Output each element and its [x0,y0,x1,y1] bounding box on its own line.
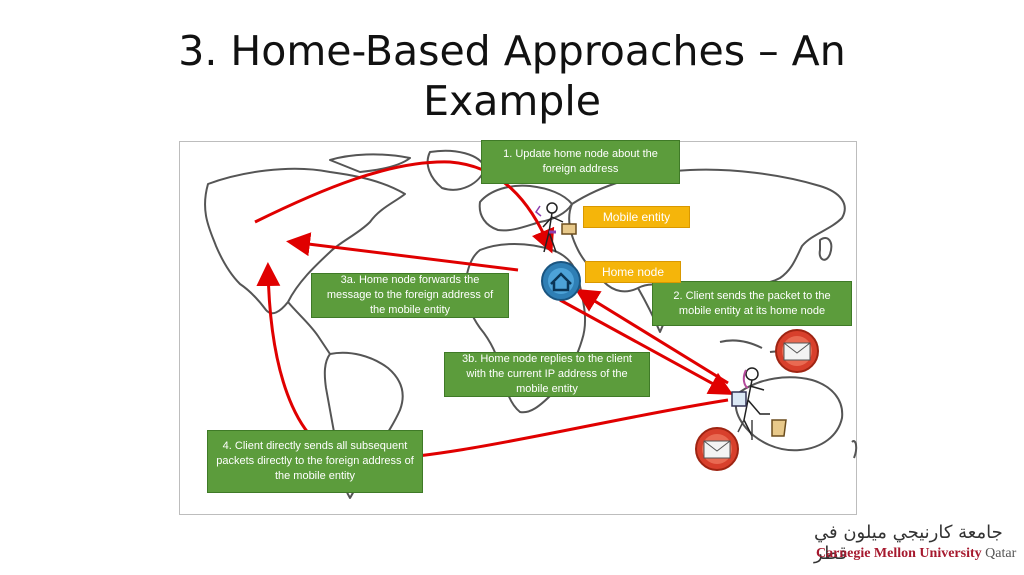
slide-title-line-2: Example [423,77,601,125]
callout-step-2: 2. Client sends the packet to the mobile… [652,281,852,326]
logo-campus: Qatar [985,546,1017,561]
callout-step-3a: 3a. Home node forwards the message to th… [311,273,509,318]
label-home-node: Home node [585,261,681,283]
label-mobile-entity: Mobile entity [583,206,690,228]
logo-english-text: Carnegie Mellon University Qatar [816,546,1016,562]
logo-arabic-text: جامعة كارنيجي ميلون في قطر [814,522,1003,564]
callout-step-3b: 3b. Home node replies to the client with… [444,352,650,397]
logo-name: Carnegie Mellon University [816,546,982,561]
callout-step-4: 4. Client directly sends all subsequent … [207,430,423,493]
university-logo: جامعة كارنيجي ميلون في قطر Carnegie Mell… [814,522,1016,568]
slide-title: 3. Home-Based Approaches – An Example [112,26,912,126]
callout-step-1: 1. Update home node about the foreign ad… [481,140,680,184]
slide-title-line-1: 3. Home-Based Approaches – An [178,27,846,75]
